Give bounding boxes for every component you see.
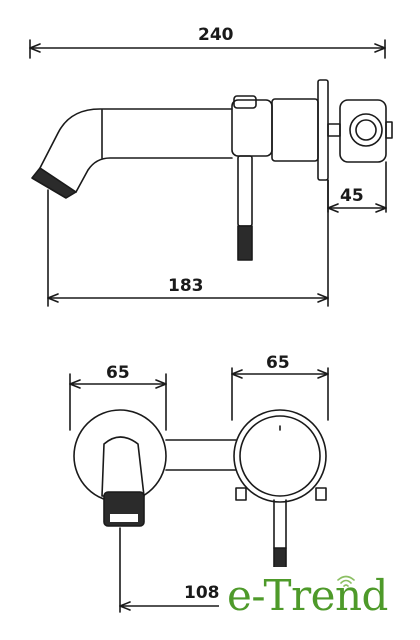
handle-lever-front [273, 499, 287, 549]
handle-plate [233, 409, 327, 503]
handle-body [231, 79, 329, 181]
lever [237, 155, 253, 227]
dimension-65-right [231, 367, 329, 421]
spout-plate [73, 409, 167, 503]
label-240: 240 [198, 25, 234, 45]
spout [39, 108, 233, 193]
label-65-left: 65 [106, 363, 130, 383]
logo-text: e-Trend [227, 571, 388, 620]
label-65-right: 65 [266, 353, 290, 373]
label-45: 45 [340, 186, 364, 206]
wifi-icon [337, 575, 355, 587]
dimension-183 [47, 179, 329, 307]
brand-logo: e-Trend [219, 567, 420, 640]
lever-tip [237, 225, 253, 261]
connecting-bar [165, 439, 237, 471]
wall-box [327, 99, 393, 163]
dimension-65-left [69, 373, 167, 431]
side-view [29, 39, 393, 307]
aerator-tip [31, 167, 77, 199]
label-108: 108 [184, 583, 220, 603]
dimension-240 [29, 39, 386, 59]
label-183: 183 [168, 276, 204, 296]
